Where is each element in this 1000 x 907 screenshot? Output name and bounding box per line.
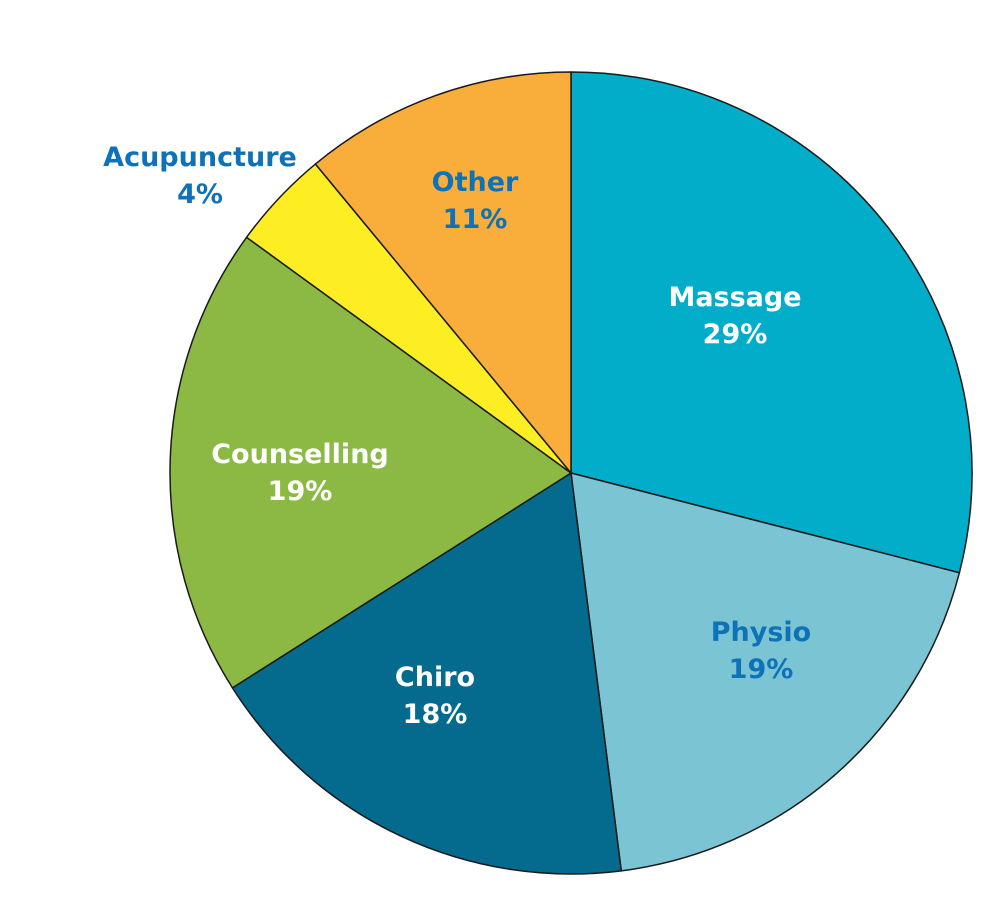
slice-value-massage: 29% (703, 319, 768, 350)
slice-label-massage: Massage (668, 282, 801, 313)
slice-value-physio: 19% (729, 654, 794, 685)
slice-label-other: Other (432, 167, 519, 198)
slice-counselling (169, 236, 572, 689)
slice-other (314, 71, 572, 474)
slice-label-acupuncture: Acupuncture (103, 142, 297, 173)
slice-value-acupuncture: 4% (177, 179, 223, 210)
slice-massage (570, 71, 973, 574)
slice-physio (570, 472, 961, 872)
slice-label-counselling: Counselling (211, 439, 389, 470)
slice-label-chiro: Chiro (395, 662, 475, 693)
slice-value-counselling: 19% (268, 476, 333, 507)
slice-chiro (231, 472, 623, 875)
slice-value-chiro: 18% (403, 699, 468, 730)
slice-label-physio: Physio (711, 617, 812, 648)
slice-value-other: 11% (443, 204, 508, 235)
